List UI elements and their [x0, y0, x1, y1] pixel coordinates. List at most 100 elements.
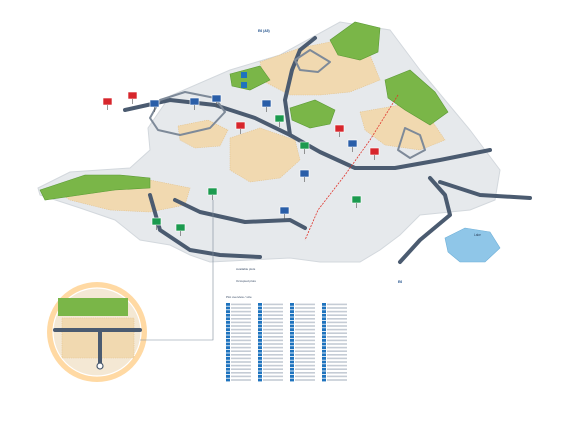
- road-south-east[interactable]: [398, 176, 452, 264]
- plot-table-row: [322, 339, 347, 342]
- company-sign-icon[interactable]: [235, 121, 246, 134]
- plot-table-row: [226, 367, 251, 371]
- plot-table-row: [226, 321, 251, 324]
- road-inner-loop[interactable]: [149, 91, 226, 136]
- legend-tags: [241, 72, 247, 88]
- plot-table-row: [290, 321, 315, 324]
- plot-table-row: [258, 321, 283, 324]
- plot-table: [226, 303, 347, 382]
- road-north-loop[interactable]: [294, 49, 331, 73]
- plot-table-row: [226, 378, 251, 382]
- road-east-branch[interactable]: [438, 180, 532, 200]
- company-sign-icon[interactable]: [102, 97, 113, 110]
- plot-table-row: [226, 353, 251, 357]
- info-sign-icon: [241, 72, 247, 78]
- legend-line-1: Available plots: [236, 267, 256, 271]
- plot-table-row: [258, 349, 283, 353]
- plot-table-row: [290, 349, 315, 353]
- plot-table-row: [226, 335, 251, 339]
- info-sign-icon: [241, 82, 247, 88]
- plot-table-row: [290, 335, 315, 339]
- road-north-spur[interactable]: [283, 36, 317, 137]
- company-sign-icon[interactable]: [149, 99, 160, 112]
- company-sign-icon[interactable]: [279, 206, 290, 219]
- company-sign-icon[interactable]: [189, 97, 200, 110]
- lake: [444, 227, 501, 263]
- plot-table-row: [290, 317, 315, 321]
- company-sign-icon[interactable]: [211, 94, 222, 107]
- plot-table-row: [290, 342, 315, 346]
- bottom-left-road-label: E6: [398, 280, 402, 284]
- plot-table-row: [258, 303, 283, 306]
- forest-east: [384, 69, 449, 126]
- plot-table-row: [258, 317, 283, 321]
- plot-table-row: [226, 364, 251, 367]
- company-sign-icon[interactable]: [274, 114, 285, 127]
- plot-table-row: [322, 313, 347, 317]
- plot-table-row: [322, 321, 347, 324]
- plot-table-row: [226, 342, 251, 346]
- plot-table-row: [290, 339, 315, 342]
- company-sign-icon[interactable]: [175, 223, 186, 236]
- plot-table-row: [322, 331, 347, 335]
- plot-table-row: [258, 306, 283, 310]
- company-sign-icon[interactable]: [351, 195, 362, 208]
- plot-table-row: [290, 306, 315, 310]
- company-sign-icon[interactable]: [127, 91, 138, 104]
- plot-table-row: [322, 357, 347, 360]
- company-sign-icon[interactable]: [207, 187, 218, 200]
- plot-table-row: [258, 342, 283, 346]
- company-sign-icon[interactable]: [151, 217, 162, 230]
- plot-table-row: [258, 353, 283, 357]
- company-sign-icon[interactable]: [347, 139, 358, 152]
- company-sign-icon[interactable]: [369, 147, 380, 160]
- plot-table-row: [226, 371, 251, 375]
- plot-table-row: [258, 346, 283, 349]
- plot-table-row: [290, 328, 315, 331]
- plot-table-row: [226, 317, 251, 321]
- zoom-callout: [47, 200, 214, 382]
- plot-table-row: [226, 349, 251, 353]
- plot-table-row: [226, 346, 251, 349]
- plot-table-row: [226, 360, 251, 364]
- plot-table-row: [258, 313, 283, 317]
- company-sign-icon[interactable]: [299, 169, 310, 182]
- railway-line: [304, 94, 399, 241]
- lake-label: Lake: [474, 233, 481, 237]
- callout-road: [53, 328, 142, 368]
- plot-table-row: [258, 360, 283, 364]
- plot-table-row: [322, 375, 347, 378]
- plot-table-row: [322, 349, 347, 353]
- road-east-loop[interactable]: [397, 127, 426, 159]
- plot-area-center: [229, 127, 301, 183]
- company-sign-icon[interactable]: [261, 99, 272, 112]
- callout-forest: [58, 298, 128, 316]
- plot-table-row: [290, 346, 315, 349]
- plot-table-row: [290, 353, 315, 357]
- plot-table-row: [290, 378, 315, 382]
- plot-area-inner: [177, 119, 229, 149]
- plot-table-row: [290, 303, 315, 306]
- plot-table-row: [258, 328, 283, 331]
- legend-line-2: Occupied plots: [236, 279, 256, 283]
- plot-table-row: [290, 364, 315, 367]
- plot-table-row: [322, 306, 347, 310]
- road-southwest-loop[interactable]: [173, 198, 307, 230]
- plot-table-row: [258, 371, 283, 375]
- company-sign-icon[interactable]: [299, 141, 310, 154]
- plot-table-row: [322, 346, 347, 349]
- plot-table-row: [258, 339, 283, 342]
- callout-leader-line: [140, 200, 214, 341]
- plot-table-row: [290, 313, 315, 317]
- plot-table-row: [226, 328, 251, 331]
- plot-table-row: [226, 375, 251, 378]
- plot-table-row: [290, 375, 315, 378]
- plot-table-row: [290, 357, 315, 360]
- plot-table-row: [290, 331, 315, 335]
- callout-roundabout: [96, 362, 104, 370]
- plot-table-row: [226, 303, 251, 306]
- plot-table-row: [258, 378, 283, 382]
- plot-table-row: [322, 364, 347, 367]
- company-sign-icon[interactable]: [334, 124, 345, 137]
- plot-table-row: [290, 367, 315, 371]
